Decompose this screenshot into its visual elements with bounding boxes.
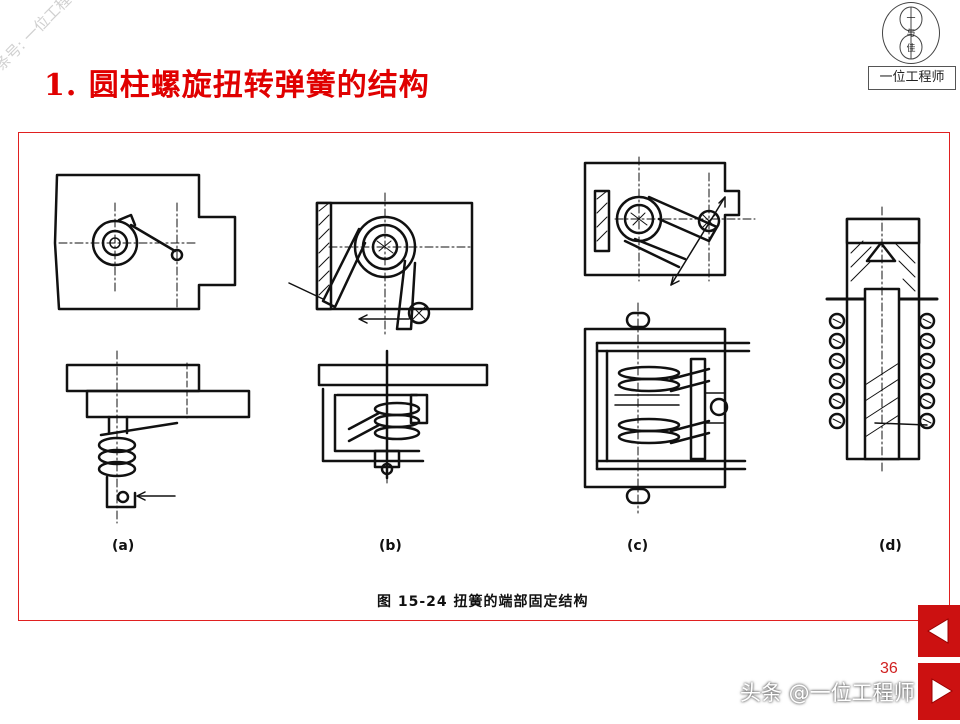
logo-char-1: 一: [906, 14, 915, 24]
diagram-c-bottom: [583, 302, 751, 514]
sub-label-d: (d): [879, 538, 902, 554]
sub-label-b: (b): [379, 538, 402, 554]
figure-caption: 图 15-24 扭簧的端部固定结构: [377, 594, 589, 610]
next-slide-button[interactable]: [918, 663, 960, 720]
arrow-left-icon: [927, 618, 949, 644]
diagram-a-top: [53, 173, 237, 311]
slide-title: 1. 圆柱螺旋扭转弹簧的结构: [44, 68, 430, 103]
logo-circle: 一 与 佳: [882, 2, 940, 64]
prev-slide-button[interactable]: [918, 605, 960, 657]
diagram-d: [825, 206, 939, 474]
logo-char-2: 与: [906, 28, 915, 39]
diagram-c-top: [583, 156, 756, 286]
sub-label-c: (c): [627, 538, 649, 554]
logo-char-3: 佳: [906, 42, 915, 54]
sub-label-a: (a): [112, 538, 135, 554]
figure-frame: (a) (b) (c) (d) 图 15-24 扭簧的端部固定结构: [18, 132, 950, 621]
arrow-right-icon: [931, 678, 953, 704]
logo-caption: 一位工程师: [868, 66, 956, 90]
toutiao-watermark: 头条 @一位工程师: [740, 681, 915, 705]
logo: 一 与 佳 一位工程师: [868, 0, 956, 90]
diagram-b-bottom: [317, 349, 489, 484]
diagram-a-bottom: [65, 350, 251, 524]
torsion-spring-figure: [53, 156, 939, 524]
diagram-b-top: [288, 192, 474, 336]
page-number: 36: [880, 660, 898, 677]
